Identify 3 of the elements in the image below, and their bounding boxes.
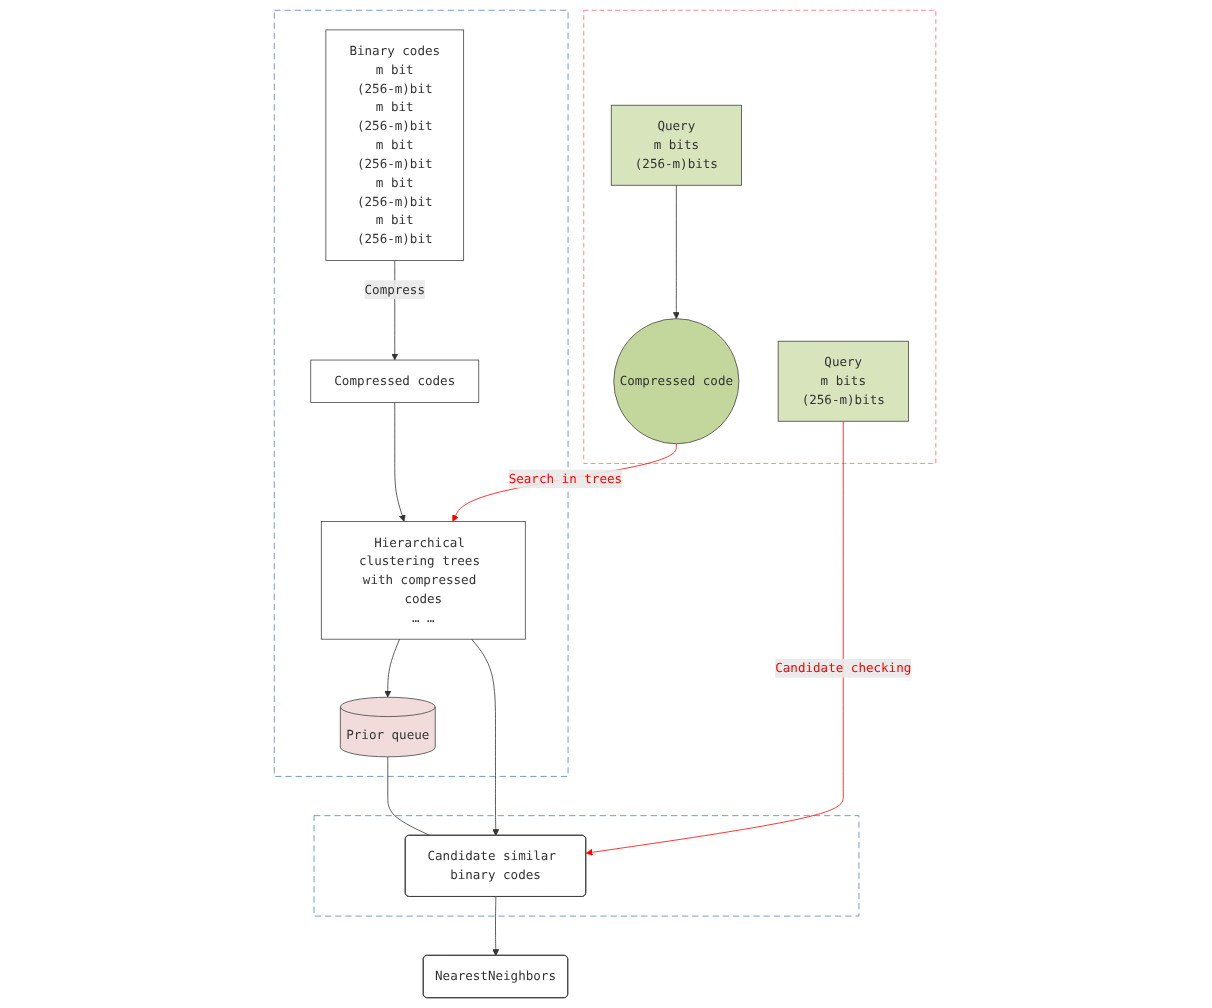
cluster — [584, 9, 938, 464]
connector — [388, 756, 432, 837]
cluster — [314, 815, 861, 917]
